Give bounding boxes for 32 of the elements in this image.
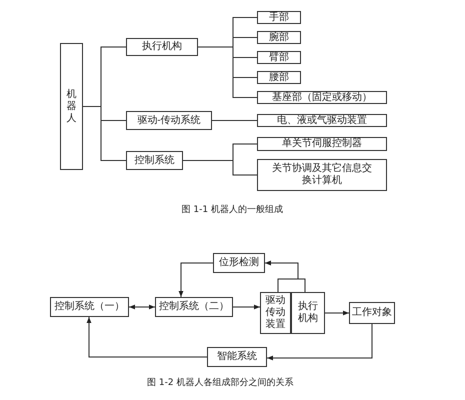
process-box: 智能系统 <box>207 347 267 367</box>
component-box: 关节协调及其它信息交换计算机 <box>257 159 387 191</box>
component-box: 执行机构 <box>126 38 198 56</box>
arrow <box>266 324 372 360</box>
arrow <box>264 260 306 292</box>
component-box: 电、液或气驱动装置 <box>257 114 387 127</box>
component-box: 腰部 <box>257 71 301 84</box>
figure-caption: 图 1-2 机器人各组成部分之间的关系 <box>147 376 294 389</box>
component-box: 驱动-传动系统 <box>126 111 212 130</box>
process-box: 执行机构 <box>291 292 325 334</box>
component-box: 基座部（固定或移动） <box>257 91 387 104</box>
arrow <box>232 304 260 310</box>
arrow <box>324 310 350 316</box>
arrow <box>178 262 214 298</box>
robot-box: 机器人 <box>60 43 83 170</box>
connector-line <box>182 160 258 176</box>
figure-caption: 图 1-1 机器人的一般组成 <box>182 204 283 216</box>
component-box: 单关节伺服控制器 <box>257 137 387 151</box>
process-box: 控制系统（一） <box>50 297 129 317</box>
connector-line <box>212 120 258 121</box>
component-box: 臂部 <box>257 51 301 64</box>
component-box: 控制系统 <box>126 151 183 170</box>
double-arrow <box>128 304 156 310</box>
process-box: 位形检测 <box>213 253 265 273</box>
process-box: 控制系统（二） <box>155 297 233 317</box>
component-box: 手部 <box>257 11 301 24</box>
process-box: 驱动传动装置 <box>260 292 291 334</box>
arrow <box>86 316 208 358</box>
connector-line <box>198 46 258 98</box>
process-box: 工作对象 <box>349 302 395 324</box>
component-box: 腕部 <box>257 31 301 44</box>
connector-line <box>82 106 126 161</box>
